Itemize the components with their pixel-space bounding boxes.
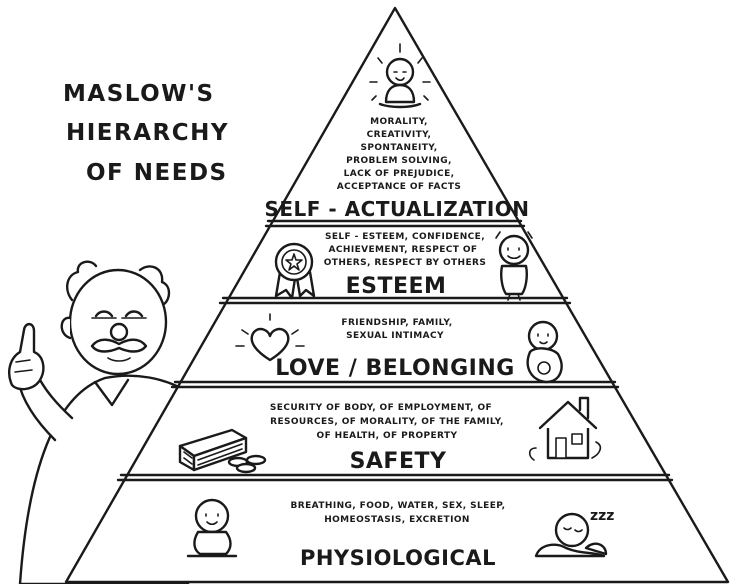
physiological-description: BREATHING, FOOD, WATER, SEX, SLEEP, HOME… [291,501,506,525]
hand-knuckles [14,359,33,373]
level-title: PHYSIOLOGICAL [300,546,496,570]
level-title: LOVE / BELONGING [275,356,515,381]
desc-line: CREATIVITY, [367,130,432,140]
level-esteem: SELF - ESTEEM, CONFIDENCE, ACHIEVEMENT, … [274,231,533,301]
man-ear [60,316,72,340]
baby-icon [526,320,563,384]
heading-line-2: HIERARCHY [66,120,229,146]
desc-line: SELF - ESTEEM, CONFIDENCE, [325,232,485,242]
level-love-belonging: FRIENDSHIP, FAMILY, SEXUAL INTIMACY LOVE… [235,313,563,384]
self-actualization-description: MORALITY, CREATIVITY, SPONTANEITY, PROBL… [337,117,462,192]
desc-line: SPONTANEITY, [360,143,437,153]
man-eyes [94,310,144,318]
level-title: ESTEEM [346,274,447,299]
desc-line: OF HEALTH, OF PROPERTY [317,431,458,441]
desc-line: FRIENDSHIP, FAMILY, [341,318,452,328]
man-nose [109,322,129,342]
diagram-heading: MASLOW'S HIERARCHY OF NEEDS [63,81,229,186]
money-stack-icon [178,428,267,474]
man-collar [93,378,130,407]
happy-person-icon [495,231,533,301]
pointing-man-illustration [8,260,190,584]
award-ribbon-icon [274,242,316,300]
desc-line: MORALITY, [370,117,428,127]
level-self-actualization: MORALITY, CREATIVITY, SPONTANEITY, PROBL… [264,43,529,221]
desc-line: SEXUAL INTIMACY [346,331,444,341]
meditating-person-icon [369,43,431,109]
man-mustache [90,338,148,353]
love-belonging-description: FRIENDSHIP, FAMILY, SEXUAL INTIMACY [341,318,452,341]
desc-line: PROBLEM SOLVING, [346,156,452,166]
desc-line: HOMEOSTASIS, EXCRETION [324,515,470,525]
level-title: SAFETY [350,449,447,474]
heading-line-3: OF NEEDS [86,160,228,186]
man-hair [66,260,171,306]
pointing-hand-icon [8,322,45,391]
sleep-zzz-label: zzz [590,508,614,524]
safety-description: SECURITY OF BODY, OF EMPLOYMENT, OF RESO… [270,403,504,441]
sleeping-person-icon: zzz [534,508,614,558]
heading-line-1: MASLOW'S [63,81,215,107]
desc-line: ACHIEVEMENT, RESPECT OF [329,245,478,255]
man-head [68,268,168,376]
level-title: SELF - ACTUALIZATION [264,197,529,221]
desc-line: LACK OF PREJUDICE, [344,169,455,179]
level-physiological: zzz BREATHING, FOOD, WATER, SEX, SLEEP, … [186,498,614,570]
desc-line: SECURITY OF BODY, OF EMPLOYMENT, OF [270,403,492,413]
desc-line: ACCEPTANCE OF FACTS [337,182,462,192]
heart-icon [235,313,305,362]
man-mouth [107,357,131,362]
eating-person-icon [186,498,238,558]
desc-line: OTHERS, RESPECT BY OTHERS [324,258,487,268]
house-icon [528,396,602,461]
desc-line: BREATHING, FOOD, WATER, SEX, SLEEP, [291,501,506,511]
esteem-description: SELF - ESTEEM, CONFIDENCE, ACHIEVEMENT, … [324,232,487,268]
desc-line: RESOURCES, OF MORALITY, OF THE FAMILY, [270,417,504,427]
level-safety: SECURITY OF BODY, OF EMPLOYMENT, OF RESO… [178,396,602,474]
